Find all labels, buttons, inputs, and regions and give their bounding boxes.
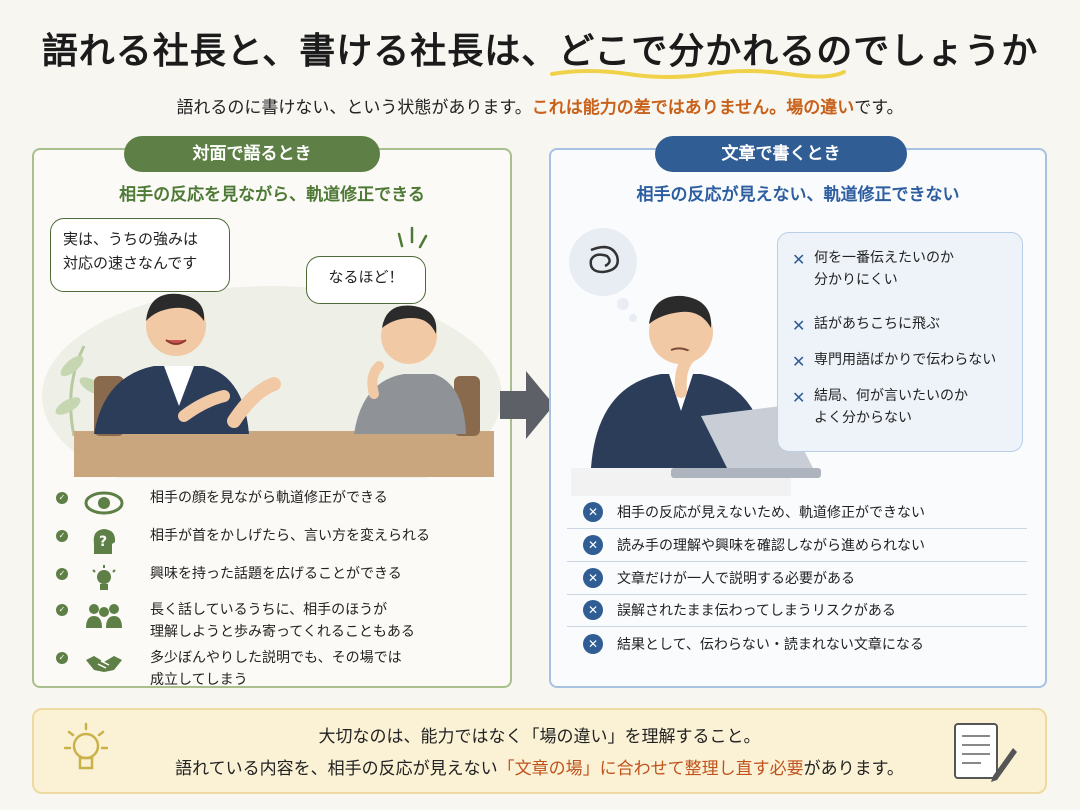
- subtitle-highlight: これは能力の差ではありません。場の違い: [531, 98, 855, 118]
- lightbulb-icon: [64, 722, 108, 770]
- benefit-text: 相手が首をかしげたら、言い方を変えられる: [150, 528, 430, 544]
- problem-text: 読み手の理解や興味を確認しながら進められない: [617, 538, 925, 554]
- benefit-item: ✓ 興味を持った話題を広げることができる: [56, 564, 402, 594]
- writing-subtitle: 相手の反応が見えない、軌道修正できない: [636, 185, 960, 205]
- benefit-item: ✓ ? 相手が首をかしげたら、言い方を変えられる: [56, 526, 430, 556]
- question-head-icon: ?: [93, 529, 116, 554]
- key-message-line2: 語れている内容を、相手の反応が見えない「文章の場」に合わせて整理し直す必要があり…: [34, 754, 1045, 779]
- problem-item: ✕ 相手の反応が見えないため、軌道修正ができない: [583, 502, 925, 522]
- document-pen-icon: [954, 723, 1017, 782]
- face-to-face-benefits-list: ✓ 相手の顔を見ながら軌道修正ができる ✓ ? 相手が首をかしげたら、言い方を変…: [56, 488, 506, 688]
- x-icon: ✕: [792, 316, 806, 335]
- excitement-lines: [397, 226, 428, 249]
- title-underline-decoration: [550, 69, 846, 79]
- benefit-item: ✓ 相手の顔を見ながら軌道修正ができる: [56, 488, 388, 518]
- key-message-line2-a: 語れている内容を、相手の反応が見えない: [175, 759, 498, 779]
- problem-text: 相手の反応が見えないため、軌道修正ができない: [617, 505, 925, 521]
- benefit-text: 興味を持った話題を広げることができる: [150, 566, 402, 582]
- speaker-person: [94, 293, 281, 434]
- thought-text: 専門用語ばかりで伝わらない: [814, 352, 997, 368]
- x-circle-icon: ✕: [583, 568, 603, 588]
- lightbulb-icon: [92, 565, 116, 590]
- thought-text: 結局、何が言いたいのか: [814, 388, 968, 404]
- thought-text: 話があちこちに飛ぶ: [814, 316, 940, 332]
- key-message-line2-b: があります。: [803, 759, 904, 779]
- x-icon: ✕: [792, 388, 806, 407]
- problem-item: ✕ 文章だけが一人で説明する必要がある: [583, 568, 855, 588]
- check-icon: ✓: [56, 492, 68, 504]
- arrow-right-icon: [500, 371, 554, 439]
- key-message-highlight: 「文章の場」に合わせて整理し直す必要: [497, 759, 804, 779]
- speaker-line1: 実は、うちの強みは: [63, 230, 199, 248]
- x-icon: ✕: [792, 352, 806, 371]
- handshake-icon: [86, 656, 122, 672]
- writing-label: 文章で書くとき: [655, 136, 907, 172]
- thought-item: ✕ 結局、何が言いたいのか よく分からない: [792, 385, 968, 430]
- key-message-banner: 大切なのは、能力ではなく「場の違い」を理解すること。 語れている内容を、相手の反…: [32, 708, 1047, 794]
- conversation-illustration: [42, 226, 502, 478]
- x-circle-icon: ✕: [583, 535, 603, 555]
- thought-text: 何を一番伝えたいのか: [814, 250, 954, 266]
- x-circle-icon: ✕: [583, 502, 603, 522]
- listener-person: [354, 305, 466, 434]
- thought-text-cont: 分かりにくい: [814, 272, 898, 289]
- svg-text:?: ?: [99, 534, 107, 550]
- check-icon: ✓: [56, 530, 68, 542]
- x-circle-icon: ✕: [583, 634, 603, 654]
- benefit-text-cont: 理解しようと歩み寄ってくれることもある: [150, 623, 415, 640]
- thought-text-cont: よく分からない: [814, 410, 912, 427]
- people-icon: [86, 604, 122, 628]
- problem-item: ✕ 読み手の理解や興味を確認しながら進められない: [583, 535, 925, 555]
- confusion-thought-icon: [569, 228, 637, 322]
- check-icon: ✓: [56, 568, 68, 580]
- thought-item: ✕ 専門用語ばかりで伝わらない: [792, 349, 996, 375]
- problem-item: ✕ 誤解されたまま伝わってしまうリスクがある: [583, 600, 896, 620]
- benefit-item: ✓ 長く話しているうちに、相手のほうが 理解しようと歩み寄ってくれることもある: [56, 600, 415, 643]
- divider: [567, 528, 1027, 529]
- problem-item: ✕ 結果として、伝わらない・読まれない文章になる: [583, 634, 924, 654]
- x-circle-icon: ✕: [583, 600, 603, 620]
- speaker-line2: 対応の速さなんです: [63, 254, 198, 272]
- problem-text: 文章だけが一人で説明する必要がある: [617, 571, 855, 587]
- divider: [567, 594, 1027, 595]
- benefit-text: 長く話しているうちに、相手のほうが: [150, 602, 388, 618]
- x-icon: ✕: [792, 250, 806, 269]
- check-icon: ✓: [56, 604, 68, 616]
- divider: [567, 561, 1027, 562]
- benefit-text: 相手の顔を見ながら軌道修正ができる: [150, 490, 388, 506]
- benefit-text: 多少ぼんやりした説明でも、その場では: [150, 650, 402, 666]
- check-icon: ✓: [56, 652, 68, 664]
- problem-text: 結果として、伝わらない・読まれない文章になる: [617, 637, 924, 653]
- key-message-line1: 大切なのは、能力ではなく「場の違い」を理解すること。: [318, 727, 761, 747]
- subtitle-part1: 語れるのに書けない、という状態があります。: [176, 98, 532, 118]
- divider: [567, 626, 1027, 627]
- benefit-item: ✓ 多少ぼんやりした説明でも、その場では 成立してしまう: [56, 648, 402, 691]
- confusion-thought-bubble: ✕ 何を一番伝えたいのか 分かりにくい ✕ 話があちこちに飛ぶ ✕ 専門用語ばか…: [777, 232, 1023, 452]
- page-subtitle: 語れるのに書けない、という状態があります。これは能力の差ではありません。場の違い…: [0, 93, 1080, 118]
- benefit-text-cont: 成立してしまう: [150, 671, 248, 688]
- thought-item: ✕ 何を一番伝えたいのか 分かりにくい: [792, 247, 954, 292]
- problem-text: 誤解されたまま伝わってしまうリスクがある: [617, 603, 896, 619]
- thought-item: ✕ 話があちこちに飛ぶ: [792, 313, 940, 339]
- face-to-face-subtitle: 相手の反応を見ながら、軌道修正できる: [119, 185, 425, 205]
- subtitle-part2: です。: [854, 98, 904, 118]
- face-to-face-label: 対面で語るとき: [124, 136, 380, 172]
- page-title: 語れる社長と、書ける社長は、どこで分かれるのでしょうか: [41, 31, 1039, 72]
- eye-icon: [84, 491, 124, 515]
- writing-panel: 文章で書くとき 相手の反応が見えない、軌道修正できない ✕: [549, 136, 1047, 688]
- listener-speech-bubble: なるほど！: [306, 256, 426, 304]
- speaker-speech-bubble: 実は、うちの強みは 対応の速さなんです: [50, 218, 230, 292]
- face-to-face-panel: 対面で語るとき 相手の反応を見ながら、軌道修正できる: [32, 136, 512, 688]
